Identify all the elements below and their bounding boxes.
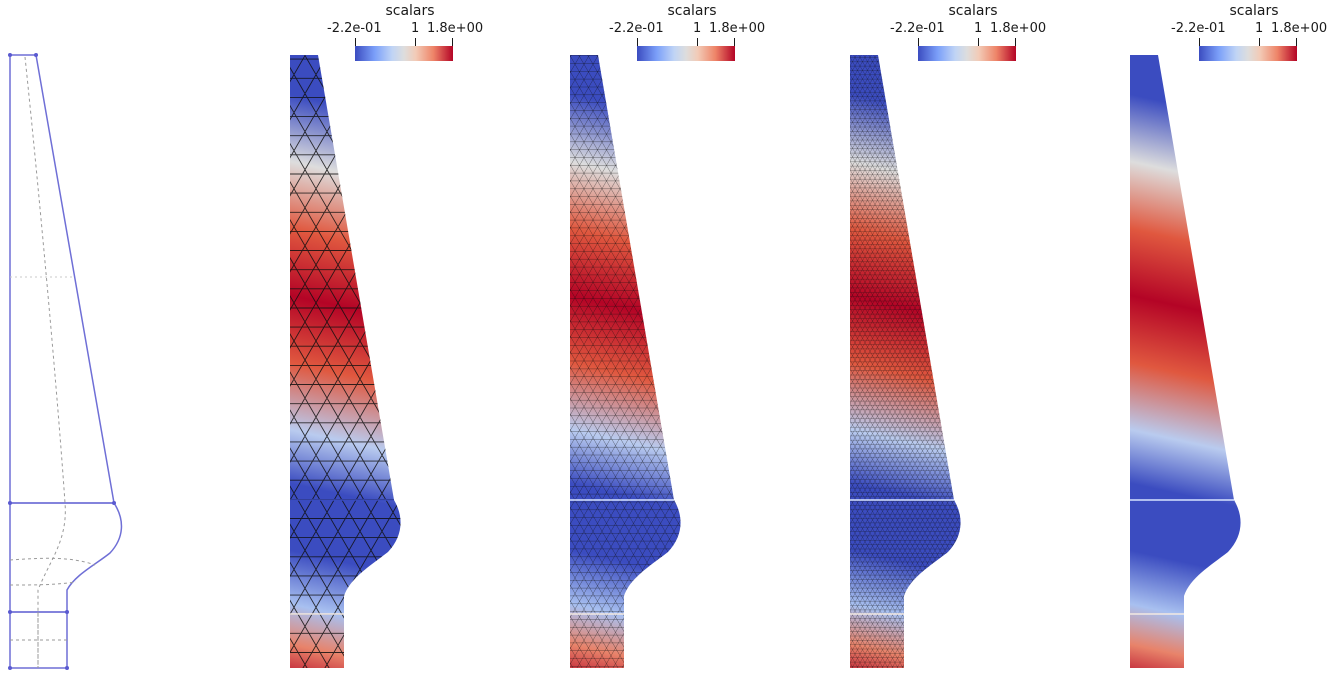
coarse-mesh-blade — [290, 55, 401, 668]
colorbar-min-label: -2.2e-01 — [327, 21, 382, 36]
fine-mesh-panel: scalars -2.2e-01 1 1.8e+00 — [830, 0, 1046, 674]
colorbar: scalars -2.2e-01 1 1.8e+00 — [609, 0, 765, 64]
vertex-point — [65, 666, 69, 670]
medium-mesh-blade — [570, 55, 681, 668]
colorbar-tick-min — [355, 38, 356, 46]
colorbar-min-label: -2.2e-01 — [1171, 21, 1226, 36]
colorbar-max-label: 1.8e+00 — [1271, 21, 1328, 36]
blade-outline-drawing — [8, 53, 123, 670]
colorbar-gradient — [355, 46, 453, 61]
blade-surface — [1130, 55, 1241, 668]
colorbar: scalars -2.2e-01 1 1.8e+00 — [327, 0, 483, 64]
colorbar-tick-max — [452, 38, 453, 46]
colorbar-title: scalars — [1229, 3, 1279, 19]
colorbar-title: scalars — [385, 3, 435, 19]
colorbar-max-label: 1.8e+00 — [427, 21, 484, 36]
colorbar-max-label: 1.8e+00 — [709, 21, 766, 36]
colorbar-tick-max — [734, 38, 735, 46]
colorbar: scalars -2.2e-01 1 1.8e+00 — [1171, 0, 1327, 64]
colorbar-tick-mid — [415, 38, 416, 46]
colorbar: scalars -2.2e-01 1 1.8e+00 — [890, 0, 1046, 64]
colorbar-max-label: 1.8e+00 — [990, 21, 1047, 36]
vertex-point — [8, 53, 12, 57]
colorbar-tick-min — [637, 38, 638, 46]
colorbar-tick-min — [1199, 38, 1200, 46]
colorbar-min-label: -2.2e-01 — [609, 21, 664, 36]
blade-outline — [9, 54, 123, 669]
vertex-point — [8, 610, 12, 614]
colorbar-min-label: -2.2e-01 — [890, 21, 945, 36]
vertex-point — [8, 666, 12, 670]
vertex-point — [8, 501, 12, 505]
blade-surface — [850, 55, 961, 668]
colorbar-mid-label: 1 — [974, 21, 983, 36]
colorbar-tick-mid — [1259, 38, 1260, 46]
colorbar-gradient — [1199, 46, 1297, 61]
colorbar-gradient — [918, 46, 1016, 61]
vertex-point — [34, 53, 38, 57]
vertex-point — [112, 501, 116, 505]
dashed-horizontal-3 — [9, 581, 77, 586]
colorbar-mid-label: 1 — [693, 21, 702, 36]
colorbar-mid-label: 1 — [1255, 21, 1264, 36]
inner-dashed-curve — [24, 56, 66, 668]
colorbar-tick-min — [918, 38, 919, 46]
blade-surface — [570, 55, 681, 668]
smooth-field-blade — [1130, 55, 1241, 668]
geometry-outline-panel — [0, 0, 140, 674]
fine-mesh-blade — [850, 55, 961, 668]
colorbar-tick-max — [1015, 38, 1016, 46]
coarse-mesh-panel: scalars -2.2e-01 1 1.8e+00 — [270, 0, 483, 674]
colorbar-title: scalars — [948, 3, 998, 19]
smooth-field-panel: scalars -2.2e-01 1 1.8e+00 — [1110, 0, 1330, 674]
colorbar-tick-mid — [697, 38, 698, 46]
colorbar-tick-mid — [978, 38, 979, 46]
colorbar-tick-max — [1296, 38, 1297, 46]
dashed-horizontal-2 — [9, 557, 96, 566]
colorbar-title: scalars — [667, 3, 717, 19]
medium-mesh-panel: scalars -2.2e-01 1 1.8e+00 — [550, 0, 765, 674]
vertex-point — [65, 610, 69, 614]
colorbar-mid-label: 1 — [411, 21, 420, 36]
colorbar-gradient — [637, 46, 735, 61]
